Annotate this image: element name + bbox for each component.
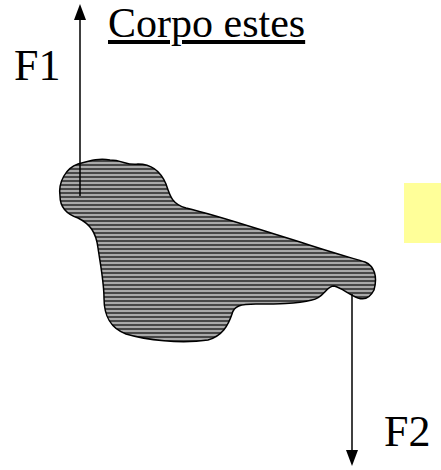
force-label: F1 [14,44,60,88]
highlight-box [404,183,441,243]
force-arrow [79,16,81,196]
title: Corpo estes [108,2,305,44]
force-arrow [351,294,353,454]
arrow-head [74,4,86,20]
force-label: F2 [384,410,430,454]
rigid-body [60,159,376,341]
arrow-head [346,450,358,466]
